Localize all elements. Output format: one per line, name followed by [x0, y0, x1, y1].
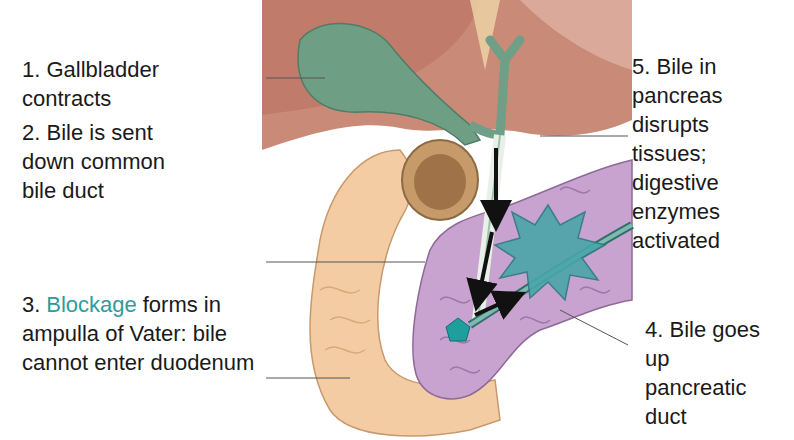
- label-group: 2. Bile is sent down common bile duct: [22, 118, 197, 205]
- step-label: 2. Bile is sent down common bile duct: [22, 120, 165, 203]
- label-group: 1. Gallbladder contracts: [22, 55, 222, 113]
- highlight-word: Blockage: [46, 292, 137, 317]
- step-label: 1. Gallbladder contracts: [22, 57, 159, 111]
- label-group: 5. Bile in pancreas disrupts tissues; di…: [632, 52, 782, 255]
- label-group: 4. Bile goes up pancreatic duct: [645, 315, 763, 431]
- step-label: 4. Bile goes up pancreatic duct: [645, 317, 760, 429]
- step-label: 3.: [22, 292, 40, 317]
- label-group: 3.Blockageforms in ampulla of Vater: bil…: [22, 290, 260, 377]
- step-label: 5. Bile in pancreas disrupts tissues; di…: [632, 54, 723, 253]
